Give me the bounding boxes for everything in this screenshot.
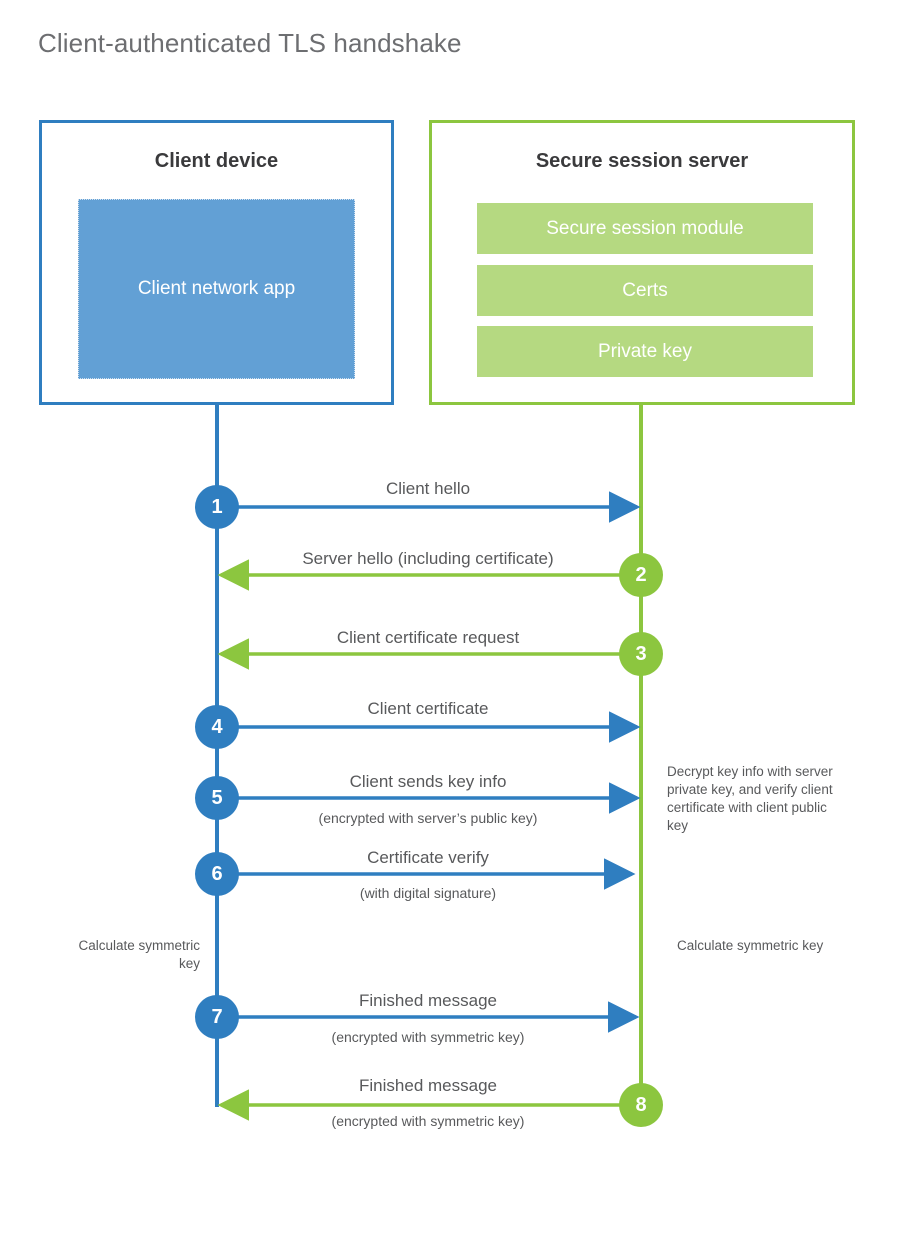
message-label-7: Finished message <box>359 991 497 1010</box>
step-circle-5[interactable]: 5 <box>195 776 239 820</box>
step-number: 8 <box>635 1093 647 1116</box>
step-number: 3 <box>635 642 647 665</box>
step-number: 5 <box>211 786 223 809</box>
secure-session-server-box: Secure session server Secure session mod… <box>429 120 855 405</box>
server-component-label: Secure session module <box>546 217 744 239</box>
step-circle-4[interactable]: 4 <box>195 705 239 749</box>
step-circle-7[interactable]: 7 <box>195 995 239 1039</box>
note-calculate-symmetric-key-server: Calculate symmetric key <box>677 938 824 953</box>
client-lifeline <box>215 405 219 1107</box>
message-label-3: Client certificate request <box>336 628 520 647</box>
client-device-box: Client device Client network app <box>39 120 394 405</box>
step-circle-6[interactable]: 6 <box>195 852 239 896</box>
server-component-secure-session-module: Secure session module <box>477 203 813 254</box>
message-sublabel-7: (encrypted with symmetric key) <box>331 1029 525 1045</box>
message-label-6: Certificate verify <box>367 848 489 867</box>
server-component-private-key: Private key <box>477 326 813 377</box>
message-sublabel-6: (with digital signature) <box>359 885 497 901</box>
step-number: 1 <box>211 495 223 518</box>
server-lifeline <box>639 405 643 1107</box>
message-label-2: Server hello (including certificate) <box>302 549 554 568</box>
server-component-label: Certs <box>622 279 668 301</box>
server-component-certs: Certs <box>477 265 813 316</box>
page-title: Client-authenticated TLS handshake <box>38 28 462 58</box>
client-device-title: Client device <box>154 150 279 172</box>
step-circle-3[interactable]: 3 <box>619 632 663 676</box>
message-label-1: Client hello <box>385 479 471 498</box>
message-label-5: Client sends key info <box>349 772 507 791</box>
message-label-8: Finished message <box>359 1076 497 1095</box>
step-number: 2 <box>635 563 647 586</box>
step-circle-1[interactable]: 1 <box>195 485 239 529</box>
step-number: 4 <box>211 715 223 738</box>
message-sublabel-8: (encrypted with symmetric key) <box>331 1113 525 1129</box>
note-decrypt-key-info: Decrypt key info with server private key… <box>667 764 833 833</box>
message-label-4: Client certificate <box>367 699 489 718</box>
message-sublabel-5: (encrypted with server’s public key) <box>318 810 538 826</box>
note-calculate-symmetric-key-client: Calculate symmetric key <box>78 938 200 971</box>
secure-session-server-title: Secure session server <box>535 150 749 172</box>
step-circle-8[interactable]: 8 <box>619 1083 663 1127</box>
server-component-label: Private key <box>598 340 692 362</box>
step-circle-2[interactable]: 2 <box>619 553 663 597</box>
step-number: 7 <box>211 1005 223 1028</box>
client-network-app-label: Client network app <box>137 278 296 299</box>
step-number: 6 <box>211 862 223 885</box>
client-network-app-block: Client network app <box>78 199 355 379</box>
